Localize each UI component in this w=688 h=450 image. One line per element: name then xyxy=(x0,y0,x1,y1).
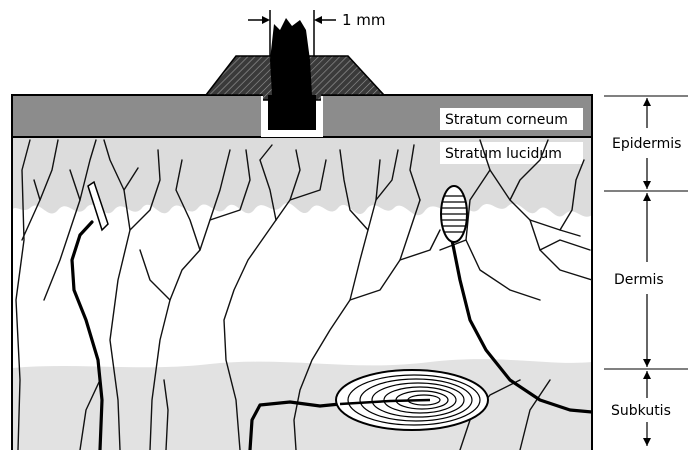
needle-probe xyxy=(268,18,316,130)
subkutis-label: Subkutis xyxy=(611,403,671,419)
dermis-label: Dermis xyxy=(614,272,664,288)
pacinian-corpuscle xyxy=(336,370,488,430)
epidermis-label: Epidermis xyxy=(612,136,681,152)
stratum-corneum-label: Stratum corneum xyxy=(445,112,568,128)
scale-label: 1 mm xyxy=(342,11,386,29)
meissner-corpuscle xyxy=(441,186,467,242)
